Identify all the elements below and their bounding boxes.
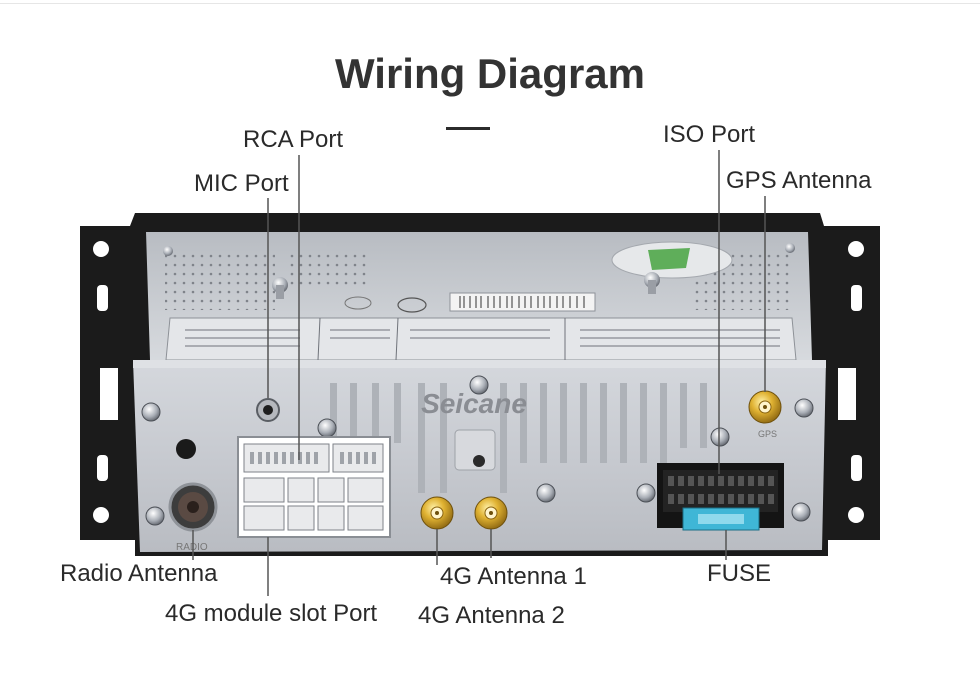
label-gps-antenna: GPS Antenna xyxy=(726,167,872,194)
fuse xyxy=(682,507,760,531)
radio-print: RADIO xyxy=(176,542,208,553)
gps-print: GPS xyxy=(758,429,777,439)
label-radio-antenna: Radio Antenna xyxy=(60,560,218,587)
title-underline xyxy=(446,127,490,130)
gps-antenna-connector xyxy=(748,390,782,424)
label-fuse: FUSE xyxy=(707,560,772,587)
top-cover xyxy=(146,232,812,361)
page-title: Wiring Diagram xyxy=(335,50,645,97)
label-4g-module-slot: 4G module slot Port xyxy=(165,600,378,627)
radio-antenna-socket xyxy=(168,482,218,532)
mic-jack xyxy=(256,398,280,422)
label-4g-antenna-1: 4G Antenna 1 xyxy=(440,563,587,590)
antenna-4g-1-connector xyxy=(420,496,454,530)
antenna-4g-2-connector xyxy=(474,496,508,530)
face-screws xyxy=(141,375,814,526)
panel-hole xyxy=(176,439,196,459)
brand-watermark: Seicane xyxy=(421,388,527,419)
iso-connector xyxy=(657,463,784,528)
rca-connector-block xyxy=(237,436,391,538)
top-screws xyxy=(163,243,795,299)
label-iso-port: ISO Port xyxy=(663,121,756,148)
label-mic-port: MIC Port xyxy=(194,170,289,197)
label-rca-port: RCA Port xyxy=(243,126,344,153)
top-divider xyxy=(0,3,980,4)
leader-lines xyxy=(192,150,766,596)
label-4g-antenna-2: 4G Antenna 2 xyxy=(418,602,565,629)
